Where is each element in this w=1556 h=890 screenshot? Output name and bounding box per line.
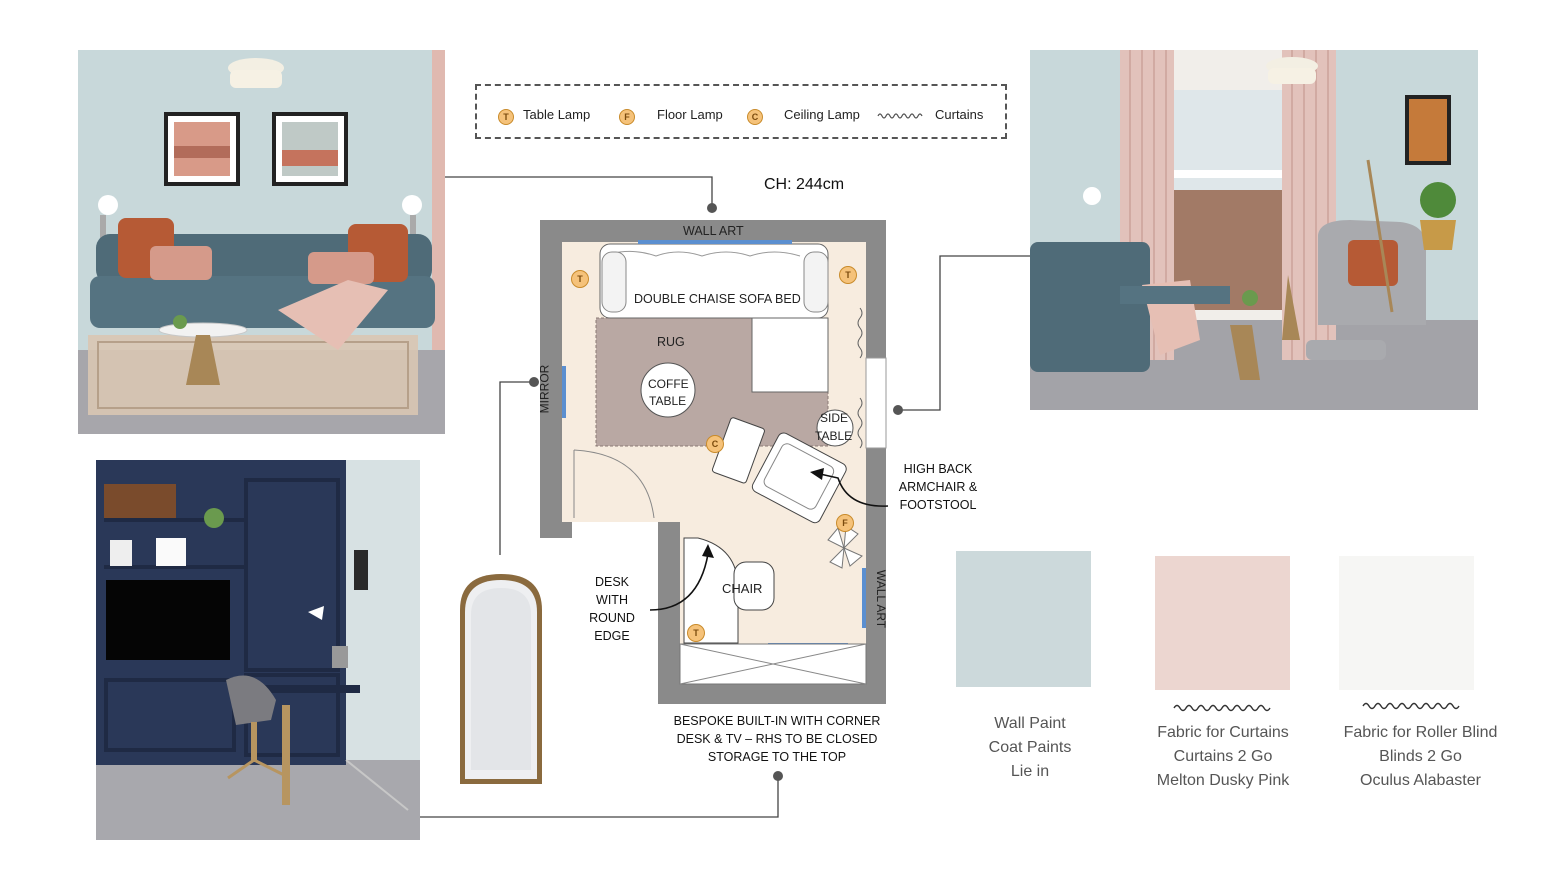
wall-art-right-label: WALL ART bbox=[874, 569, 889, 629]
builtin-callout: BESPOKE BUILT-IN WITH CORNER DESK & TV –… bbox=[662, 712, 892, 766]
caption-line: Oculus Alabaster bbox=[1360, 772, 1481, 789]
living-room-sofa-render bbox=[78, 50, 445, 434]
armchair-callout: HIGH BACK ARMCHAIR & FOOTSTOOL bbox=[892, 460, 984, 514]
caption-line: Fabric for Roller Blind bbox=[1343, 724, 1498, 741]
curtain-fabric-swatch bbox=[1155, 556, 1290, 690]
ceiling-height-label: CH: 244cm bbox=[764, 176, 845, 193]
desk-callout: DESK WITH ROUND EDGE bbox=[582, 573, 642, 645]
armchair-callout-line: FOOTSTOOL bbox=[899, 498, 977, 512]
built-in-desk-tv-render bbox=[96, 460, 420, 840]
builtin-callout-line: BESPOKE BUILT-IN WITH CORNER bbox=[673, 714, 881, 728]
floor-mirror-illustration bbox=[460, 574, 542, 784]
legend-box: T Table Lamp F Floor Lamp C Ceiling Lamp… bbox=[475, 84, 1007, 139]
sofa-label: DOUBLE CHAISE SOFA BED bbox=[634, 292, 801, 306]
ceiling-lamp-legend-icon: C bbox=[747, 109, 763, 125]
coffee-table-label-2: TABLE bbox=[649, 394, 687, 408]
table-lamp-icon: T bbox=[571, 270, 589, 288]
blind-fabric-caption: Fabric for Roller Blind Blinds 2 Go Ocul… bbox=[1318, 721, 1523, 793]
desk-callout-line: DESK bbox=[594, 575, 630, 589]
coffee-table-label-1: COFFE bbox=[648, 377, 689, 391]
desk-callout-line: ROUND bbox=[589, 611, 635, 625]
curtains-legend-icon bbox=[877, 113, 923, 119]
armchair-callout-line: HIGH BACK bbox=[903, 462, 973, 476]
caption-line: Fabric for Curtains bbox=[1157, 724, 1289, 741]
caption-line: Curtains 2 Go bbox=[1173, 748, 1273, 765]
caption-line: Lie in bbox=[1010, 763, 1050, 780]
armchair-window-render bbox=[1030, 50, 1478, 410]
legend-curtains-label: Curtains bbox=[935, 107, 984, 122]
armchair-callout-line: ARMCHAIR & bbox=[898, 480, 978, 494]
rug-label: RUG bbox=[657, 335, 685, 349]
curtains-icon bbox=[1362, 702, 1460, 710]
blind-fabric-swatch bbox=[1339, 556, 1474, 690]
side-table-label-2: TABLE bbox=[815, 429, 853, 443]
caption-line: Wall Paint bbox=[994, 715, 1066, 732]
desk-callout-line: WITH bbox=[596, 593, 628, 607]
legend-table-lamp-label: Table Lamp bbox=[523, 107, 591, 122]
wall-paint-swatch bbox=[956, 551, 1091, 687]
legend-floor-lamp-label: Floor Lamp bbox=[657, 107, 723, 122]
legend-ceiling-lamp-label: Ceiling Lamp bbox=[784, 107, 860, 122]
floor-lamp-legend-icon: F bbox=[619, 109, 635, 125]
table-lamp-icon: T bbox=[839, 266, 857, 284]
curtains-icon bbox=[1173, 704, 1271, 712]
caption-line: Blinds 2 Go bbox=[1379, 748, 1462, 765]
builtin-callout-line: DESK & TV – RHS TO BE CLOSED bbox=[676, 732, 878, 746]
chair-label: CHAIR bbox=[722, 581, 763, 596]
curtain-fabric-caption: Fabric for Curtains Curtains 2 Go Melton… bbox=[1132, 721, 1314, 793]
builtin-callout-line: STORAGE TO THE TOP bbox=[707, 750, 847, 764]
table-lamp-icon: T bbox=[687, 624, 705, 642]
table-lamp-legend-icon: T bbox=[498, 109, 514, 125]
desk-callout-line: EDGE bbox=[594, 629, 630, 643]
caption-line: Coat Paints bbox=[988, 739, 1072, 756]
mirror-label: MIRROR bbox=[537, 364, 552, 414]
wall-art-top-label: WALL ART bbox=[683, 224, 744, 238]
floor-lamp-icon: F bbox=[836, 514, 854, 532]
floor-plan bbox=[540, 220, 889, 704]
wall-paint-caption: Wall Paint Coat Paints Lie in bbox=[950, 712, 1110, 784]
caption-line: Melton Dusky Pink bbox=[1156, 772, 1290, 789]
ceiling-lamp-icon: C bbox=[706, 435, 724, 453]
side-table-label-1: SIDE bbox=[820, 411, 849, 425]
